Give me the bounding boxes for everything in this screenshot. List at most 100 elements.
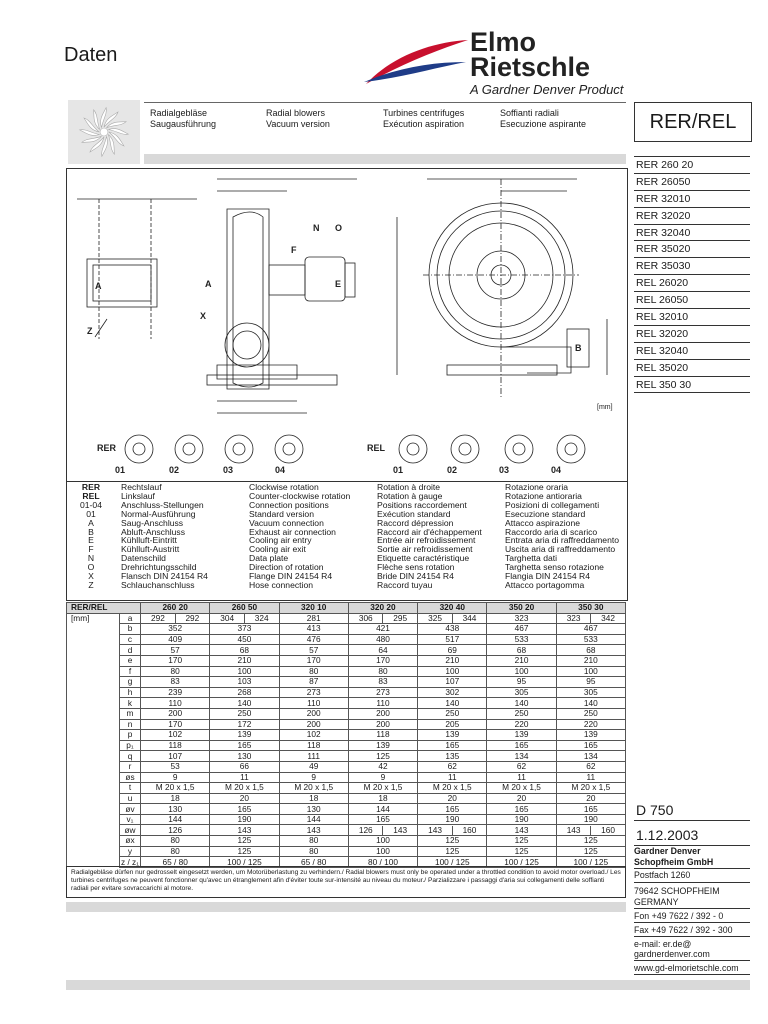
- table-cell: M 20 x 1,5: [278, 782, 349, 794]
- table-cell: 110: [347, 697, 419, 709]
- table-cell: 250: [209, 707, 280, 720]
- legend-item: Raccord tuyau: [377, 579, 433, 590]
- legend-item: Etiquette caractéristique: [377, 553, 470, 564]
- table-cell: 165: [417, 803, 488, 815]
- table-cell: 11: [555, 771, 627, 784]
- table-header: 320 40: [417, 602, 488, 614]
- postfach: Postfach 1260: [634, 869, 750, 884]
- table-cell: 144: [139, 813, 211, 826]
- legend-item: Entrata aria di raffreddamento: [505, 535, 620, 546]
- legend-item: Entrée air refroidissement: [377, 535, 476, 546]
- table-cell: 165: [486, 739, 557, 752]
- legend-item: Positions raccordement: [377, 499, 467, 510]
- table-header: 350 20: [486, 602, 557, 614]
- table-cell: 450: [209, 633, 280, 646]
- table-cell: f: [119, 665, 141, 678]
- website-link[interactable]: www.gd-elmorietschle.com: [634, 961, 750, 975]
- label-o: O: [335, 223, 342, 233]
- page-title: Daten: [64, 44, 118, 66]
- table-cell: 139: [555, 729, 627, 741]
- table-cell: 268: [209, 686, 280, 699]
- legend-item: Rechtslauf: [121, 482, 162, 492]
- model-item: RER 32010: [634, 191, 750, 208]
- table-cell: 20: [486, 792, 557, 805]
- table-cell: k: [119, 697, 141, 709]
- table-cell: 467: [555, 623, 627, 635]
- table-cell: 80: [278, 845, 349, 858]
- table-cell: 323: [486, 612, 557, 625]
- table-cell: 95: [486, 676, 557, 688]
- table-cell: 69: [417, 644, 488, 656]
- table-cell: 9: [278, 771, 349, 784]
- table-cell: 421: [347, 623, 419, 635]
- company-name-2: Schopfheim GmbH: [634, 857, 750, 869]
- table-cell: M 20 x 1,5: [555, 782, 627, 794]
- svg-text:03: 03: [499, 465, 509, 475]
- table-cell: 53: [139, 760, 211, 773]
- legend-item: 01-04: [80, 499, 102, 510]
- table-cell: 87: [278, 676, 349, 688]
- legend-item: Cooling air exit: [249, 544, 306, 555]
- model-item: RER 32040: [634, 225, 750, 242]
- table-cell: 68: [209, 644, 280, 656]
- legend-item: Cooling air entry: [249, 535, 312, 546]
- label-z: Z: [87, 326, 93, 336]
- table-header: 350 30: [555, 602, 627, 614]
- table-cell: 143: [278, 824, 349, 837]
- label-a: A: [205, 279, 212, 289]
- table-cell: u: [119, 792, 141, 805]
- table-cell: 11: [209, 771, 280, 784]
- table-cell: 170: [139, 654, 211, 667]
- table-cell: 130: [278, 803, 349, 815]
- legend-item: Clockwise rotation: [249, 482, 319, 492]
- table-cell: 200: [278, 718, 349, 731]
- table-cell: 134: [486, 750, 557, 762]
- legend-item: Kühlluft-Eintritt: [121, 535, 177, 546]
- table-cell: 18: [278, 792, 349, 805]
- table-cell: 118: [347, 729, 419, 741]
- legend-item: Kühlluft-Austritt: [121, 544, 180, 555]
- table-cell: 80: [139, 665, 211, 678]
- legend-item: B: [88, 526, 94, 537]
- table-cell: 100: [417, 665, 488, 678]
- table-cell: 143: [209, 824, 280, 837]
- table-cell: øs: [119, 771, 141, 784]
- legend-item: Rotazione oraria: [505, 482, 569, 492]
- legend-item: Rotazione antioraria: [505, 490, 582, 501]
- table-cell: 200: [347, 718, 419, 731]
- table-cell: g: [119, 676, 141, 688]
- svg-text:04: 04: [275, 465, 285, 475]
- table-cell: 165: [555, 739, 627, 752]
- table-cell: 165: [209, 803, 280, 815]
- table-cell: 273: [278, 686, 349, 699]
- table-cell: 111: [278, 750, 349, 762]
- company-name-1: Gardner Denver: [634, 846, 701, 856]
- legend-item: X: [88, 571, 94, 582]
- model-item: RER 26050: [634, 174, 750, 191]
- table-cell: 533: [486, 633, 557, 646]
- table-cell: 80: [347, 665, 419, 678]
- email-line-2[interactable]: gardnerdenver.com: [634, 949, 750, 962]
- table-cell: 140: [486, 697, 557, 709]
- table-cell: M 20 x 1,5: [139, 782, 211, 794]
- table-cell: 64: [347, 644, 419, 656]
- brand-subtitle: A Gardner Denver Product: [470, 82, 624, 97]
- legend-item: Attacco aspirazione: [505, 517, 580, 528]
